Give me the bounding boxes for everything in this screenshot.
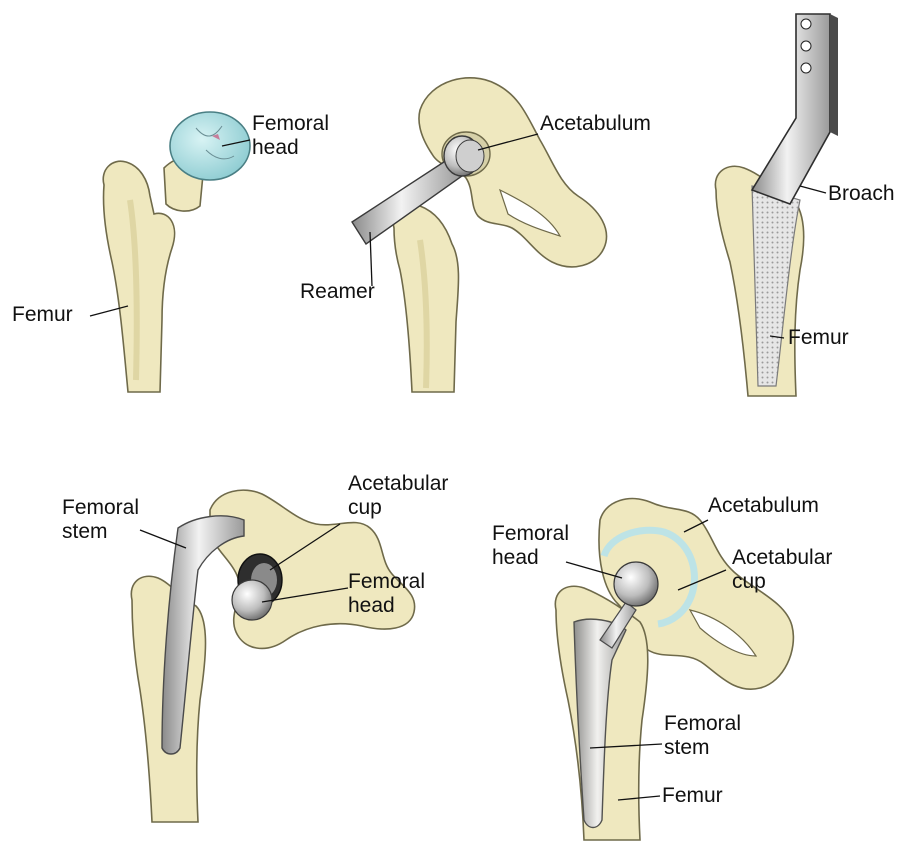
femoral-head-ball [614, 562, 658, 606]
femoral-head-ball [232, 580, 272, 620]
label-acetabular-cup-4: Acetabular cup [348, 472, 448, 520]
label-acetabular-cup-5: Acetabular cup [732, 546, 832, 594]
label-femoral-stem-4: Femoral stem [62, 496, 139, 544]
broach-handle [752, 14, 838, 204]
label-broach: Broach [828, 182, 895, 206]
label-reamer: Reamer [300, 280, 375, 304]
label-acetabulum-5: Acetabulum [708, 494, 819, 518]
panel-1-head-resection [103, 112, 250, 392]
label-femoral-head-5: Femoral head [492, 522, 569, 570]
label-femoral-head-4: Femoral head [348, 570, 425, 618]
resected-femoral-head [170, 112, 250, 180]
label-femoral-stem-5: Femoral stem [664, 712, 741, 760]
label-femur-1: Femur [12, 303, 73, 327]
label-acetabulum-2: Acetabulum [540, 112, 651, 136]
panel-4-components [131, 490, 414, 822]
label-femur-5: Femur [662, 784, 723, 808]
label-femoral-head-1: Femoral head [252, 112, 329, 160]
label-femur-3: Femur [788, 326, 849, 350]
